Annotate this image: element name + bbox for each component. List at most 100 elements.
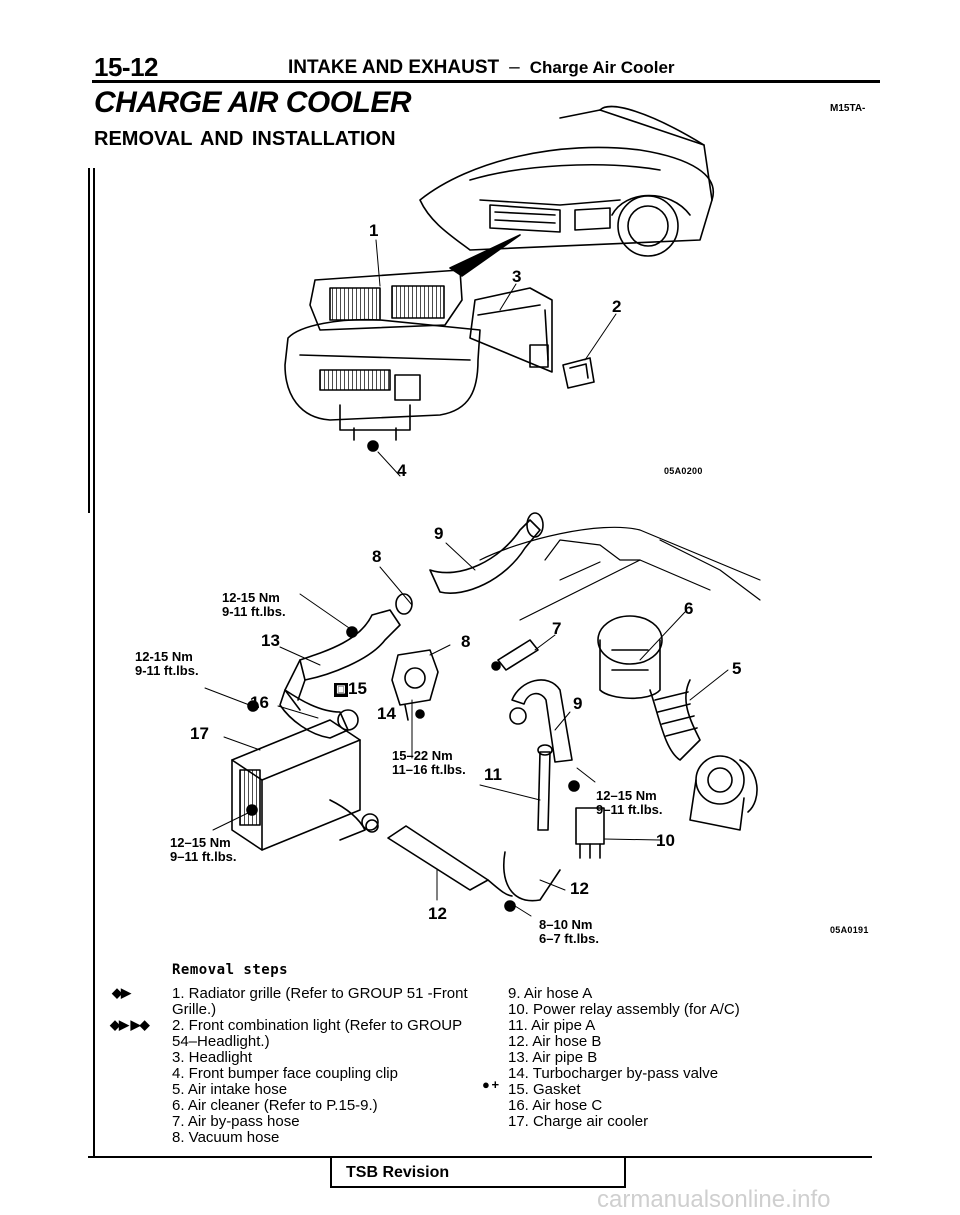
torque-nm: 12-15 Nm bbox=[135, 649, 193, 664]
removal-step: 17. Charge air cooler bbox=[508, 1113, 649, 1130]
torque-ftlbs: 11–16 ft.lbs. bbox=[392, 762, 466, 777]
callout-16: 16 bbox=[250, 693, 269, 712]
bottom-leader-lines bbox=[204, 542, 729, 917]
removal-step: 4. Front bumper face coupling clip bbox=[172, 1065, 398, 1082]
service-mark: ● + bbox=[482, 1077, 499, 1092]
callout-5: 5 bbox=[732, 659, 742, 678]
removal-step: 10. Power relay assembly (for A/C) bbox=[508, 1001, 740, 1018]
callout-14: 14 bbox=[377, 704, 396, 723]
torque-ftlbs: 6–7 ft.lbs. bbox=[539, 931, 599, 946]
removal-step: 15. Gasket bbox=[508, 1081, 581, 1098]
turbo-drawing bbox=[689, 755, 758, 831]
torque-spec: 12-15 Nm 9-11 ft.lbs. bbox=[135, 650, 199, 678]
removal-step: 8. Vacuum hose bbox=[172, 1129, 280, 1146]
section-name: INTAKE AND EXHAUST bbox=[288, 57, 500, 78]
section-dash: – bbox=[509, 57, 520, 78]
car-front-drawing bbox=[419, 105, 715, 257]
figure-code-bottom: 05A0191 bbox=[830, 925, 869, 935]
bypass-valve-drawing bbox=[391, 649, 439, 721]
callout-10: 10 bbox=[656, 831, 675, 850]
air-cleaner-drawing bbox=[597, 615, 663, 700]
callout-7: 7 bbox=[552, 619, 562, 638]
air-hose-c-drawing bbox=[279, 689, 359, 739]
bolts-drawing bbox=[246, 626, 580, 912]
section-heading: INTAKE AND EXHAUST–Charge Air Cooler bbox=[288, 57, 675, 79]
removal-step: 1. Radiator grille (Refer to GROUP 51 -F… bbox=[172, 985, 468, 1018]
removal-step: 3. Headlight bbox=[172, 1049, 253, 1066]
callout-8a: 8 bbox=[372, 547, 382, 566]
page-number: 15-12 bbox=[94, 52, 159, 82]
service-mark: ◆▶ bbox=[112, 985, 131, 1000]
margin-rule-short bbox=[88, 168, 90, 513]
air-hose-b-lower-drawing bbox=[365, 819, 513, 897]
arrow-pointer bbox=[449, 234, 521, 277]
removal-step: 13. Air pipe B bbox=[508, 1049, 598, 1066]
headlight-drawing bbox=[469, 287, 553, 373]
service-mark: ◆▶ ▶◆ bbox=[110, 1017, 150, 1032]
callout-2: 2 bbox=[612, 297, 622, 316]
callout-9b: 9 bbox=[573, 694, 583, 713]
removal-step: 7. Air by-pass hose bbox=[172, 1113, 300, 1130]
figure-code-top: 05A0200 bbox=[664, 466, 703, 476]
air-pipe-a-drawing bbox=[503, 744, 561, 902]
callout-11: 11 bbox=[484, 765, 502, 784]
callout-15-label: 15 bbox=[348, 679, 367, 698]
header-rule bbox=[92, 80, 880, 83]
torque-nm: 12–15 Nm bbox=[170, 835, 231, 850]
callout-4: 4 bbox=[397, 461, 407, 480]
engine-bay-outline bbox=[479, 526, 761, 621]
top-leader-lines bbox=[375, 239, 617, 477]
torque-spec: 12–15 Nm 9–11 ft.lbs. bbox=[596, 789, 662, 817]
removal-step: 11. Air pipe A bbox=[508, 1017, 596, 1034]
callout-1: 1 bbox=[369, 221, 379, 240]
radiator-grille-drawing bbox=[309, 269, 463, 331]
torque-nm: 12–15 Nm bbox=[596, 788, 657, 803]
torque-nm: 15–22 Nm bbox=[392, 748, 453, 763]
removal-step: 2. Front combination light (Refer to GRO… bbox=[172, 1017, 462, 1050]
removal-step: 12. Air hose B bbox=[508, 1033, 602, 1050]
margin-rule-long bbox=[93, 168, 95, 1156]
removal-step: 9. Air hose A bbox=[508, 985, 593, 1002]
torque-ftlbs: 9-11 ft.lbs. bbox=[135, 663, 199, 678]
document-code: M15TA- bbox=[830, 103, 866, 114]
subsection-name: Charge Air Cooler bbox=[529, 58, 675, 77]
torque-spec: 12-15 Nm 9-11 ft.lbs. bbox=[222, 591, 286, 619]
callout-8b: 8 bbox=[461, 632, 471, 651]
torque-nm: 8–10 Nm bbox=[539, 917, 593, 932]
torque-ftlbs: 9–11 ft.lbs. bbox=[596, 802, 663, 817]
power-relay-drawing bbox=[575, 807, 605, 859]
torque-ftlbs: 9–11 ft.lbs. bbox=[170, 849, 237, 864]
torque-nm: 12-15 Nm bbox=[222, 590, 280, 605]
tsb-revision-label: TSB Revision bbox=[346, 1164, 450, 1181]
tsb-revision-box: TSB Revision bbox=[330, 1158, 626, 1188]
torque-spec: 12–15 Nm 9–11 ft.lbs. bbox=[170, 836, 236, 864]
removal-step: 5. Air intake hose bbox=[172, 1081, 288, 1098]
square-badge-icon: ▣ bbox=[334, 682, 348, 697]
removal-steps-heading: Removal steps bbox=[172, 962, 289, 978]
removal-step: 16. Air hose C bbox=[508, 1097, 603, 1114]
callout-12a: 12 bbox=[570, 879, 589, 898]
removal-step: 6. Air cleaner (Refer to P.15-9.) bbox=[172, 1097, 378, 1114]
clip-fastener-drawing bbox=[367, 440, 379, 452]
vacuum-hose-drawing bbox=[491, 639, 539, 671]
callout-9a: 9 bbox=[434, 524, 444, 543]
callout-6: 6 bbox=[684, 599, 694, 618]
torque-spec: 15–22 Nm 11–16 ft.lbs. bbox=[392, 749, 466, 777]
callout-12b: 12 bbox=[428, 904, 447, 923]
torque-spec: 8–10 Nm 6–7 ft.lbs. bbox=[539, 918, 599, 946]
callout-17: 17 bbox=[190, 724, 209, 743]
front-bumper-drawing bbox=[284, 318, 481, 441]
callout-3: 3 bbox=[512, 267, 522, 286]
intake-hose-drawing bbox=[649, 679, 701, 761]
clip-drawing bbox=[562, 357, 595, 389]
footer-rule bbox=[88, 1156, 872, 1158]
page-subtitle: REMOVAL AND INSTALLATION bbox=[94, 128, 396, 150]
air-hose-a-drawing bbox=[429, 512, 544, 594]
callout-13: 13 bbox=[261, 631, 280, 650]
intercooler-drawing bbox=[231, 719, 379, 851]
removal-step: 14. Turbocharger by-pass valve bbox=[508, 1065, 719, 1082]
page-title: CHARGE AIR COOLER bbox=[94, 86, 412, 119]
air-hose-a2-drawing bbox=[509, 679, 573, 763]
torque-ftlbs: 9-11 ft.lbs. bbox=[222, 604, 286, 619]
